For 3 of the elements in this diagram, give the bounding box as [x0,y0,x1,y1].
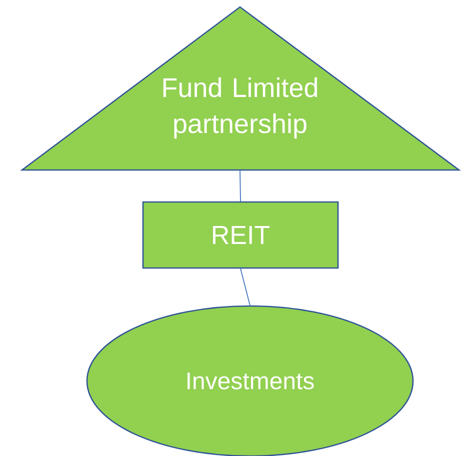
process-box: REIT [142,201,339,269]
connector-line [240,170,241,202]
connector-line [240,268,250,306]
